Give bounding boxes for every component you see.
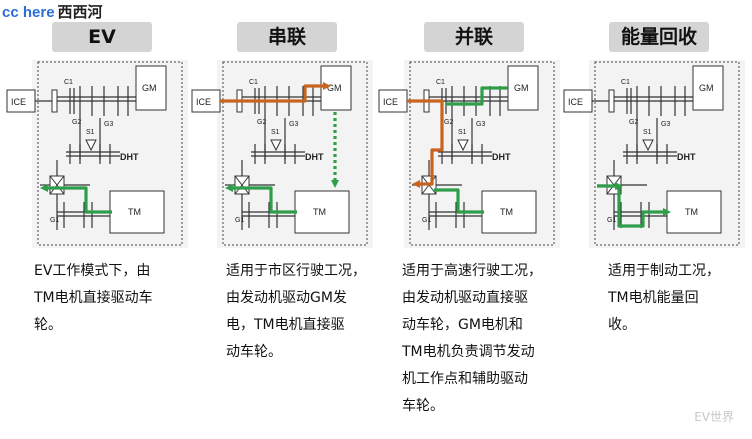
mode-desc-ev: EV工作模式下，由 TM电机直接驱动车 轮。 [34, 258, 153, 339]
mode-desc-series: 适用于市区行驶工况， 由发动机驱动GM发 电，TM电机直接驱 动车轮。 [226, 258, 366, 366]
power-flows [40, 82, 671, 228]
s1-sleeve [270, 139, 282, 152]
g2-label: G2 [72, 119, 81, 126]
desc-line: 轮。 [34, 317, 62, 333]
tm-label: TM [128, 207, 141, 217]
damper [51, 89, 58, 113]
differential-x [49, 175, 65, 195]
g3-label: G3 [104, 121, 113, 128]
desc-line: 由发动机驱动直接驱 [402, 290, 528, 306]
g1-label: G1 [235, 217, 244, 224]
ice-label: ICE [196, 97, 211, 107]
g2-label: G2 [629, 119, 638, 126]
s1-sleeve [457, 139, 469, 152]
ice-label: ICE [383, 97, 398, 107]
g2-label: G2 [257, 119, 266, 126]
s1-label: S1 [86, 129, 95, 136]
gm-label: GM [327, 83, 342, 93]
dht-label: DHT [120, 152, 139, 162]
dht-boundary [37, 61, 183, 246]
mode-title-regen: 能量回收 [609, 22, 709, 52]
g1-label: G1 [50, 217, 59, 224]
desc-line: 适用于制动工况， [608, 263, 720, 279]
desc-line: 动车轮。 [226, 344, 282, 360]
desc-line: 适用于市区行驶工况， [226, 263, 366, 279]
desc-line: TM电机负责调节发动 [402, 344, 535, 360]
watermark-chinese: 西西河 [57, 3, 103, 21]
gm-label: GM [142, 83, 157, 93]
c1-label: C1 [249, 79, 258, 86]
g3-label: G3 [289, 121, 298, 128]
dht-label: DHT [492, 152, 511, 162]
gm-label: GM [699, 83, 714, 93]
dht-boundary [222, 61, 368, 246]
desc-line: 适用于高速行驶工况， [402, 263, 542, 279]
differential-x [234, 175, 250, 195]
s1-label: S1 [271, 129, 280, 136]
gm-box [135, 65, 167, 111]
damper [608, 89, 615, 113]
c1-label: C1 [436, 79, 445, 86]
dht-boundary [409, 61, 555, 246]
g3-label: G3 [661, 121, 670, 128]
mode-title-series: 串联 [237, 22, 337, 52]
mode-desc-parallel: 适用于高速行驶工况， 由发动机驱动直接驱 动车轮，GM电机和 TM电机负责调节发… [402, 258, 542, 420]
g3-label: G3 [476, 121, 485, 128]
ev-electric-flow [40, 184, 112, 214]
s1-sleeve [85, 139, 97, 152]
desc-line: 收。 [608, 317, 636, 333]
parallel-engine-flow [407, 99, 444, 188]
desc-line: TM电机能量回 [608, 290, 699, 306]
tm-label: TM [685, 207, 698, 217]
s1-label: S1 [458, 129, 467, 136]
desc-line: EV工作模式下，由 [34, 263, 151, 279]
mode-title-parallel: 并联 [424, 22, 524, 52]
tm-box [481, 190, 537, 234]
mode-desc-regen: 适用于制动工况， TM电机能量回 收。 [608, 258, 720, 339]
s1-sleeve [642, 139, 654, 152]
desc-line: 机工作点和辅助驱动 [402, 371, 528, 387]
c1-label: C1 [621, 79, 630, 86]
tm-box [666, 190, 722, 234]
gm-label: GM [514, 83, 529, 93]
dht-label: DHT [305, 152, 324, 162]
tm-label: TM [500, 207, 513, 217]
c1-label: C1 [64, 79, 73, 86]
ice-label: ICE [568, 97, 583, 107]
regen-tm-flow [617, 186, 671, 228]
ice-label: ICE [11, 97, 26, 107]
desc-line: 车轮。 [402, 398, 444, 414]
g2-label: G2 [444, 119, 453, 126]
mode-title-ev: EV [52, 22, 152, 52]
g1-label: G1 [607, 217, 616, 224]
watermark-latin: cc here [2, 4, 55, 21]
series-tm-flow [225, 184, 297, 214]
desc-line: 电，TM电机直接驱 [226, 317, 345, 333]
desc-line: TM电机直接驱动车 [34, 290, 153, 306]
tm-box [294, 190, 350, 234]
parallel-gm-flow [446, 86, 508, 106]
dht-label: DHT [677, 152, 696, 162]
series-engine-flow [220, 82, 331, 103]
dht-boundary [594, 61, 740, 246]
tm-label: TM [313, 207, 326, 217]
parallel-tm-flow [434, 188, 484, 214]
desc-line: 由发动机驱动GM发 [226, 290, 347, 306]
corner-watermark: EV世界 [694, 410, 734, 424]
g1-label: G1 [422, 217, 431, 224]
gm-box [507, 65, 539, 111]
desc-line: 动车轮，GM电机和 [402, 317, 523, 333]
s1-label: S1 [643, 129, 652, 136]
gm-box [692, 65, 724, 111]
